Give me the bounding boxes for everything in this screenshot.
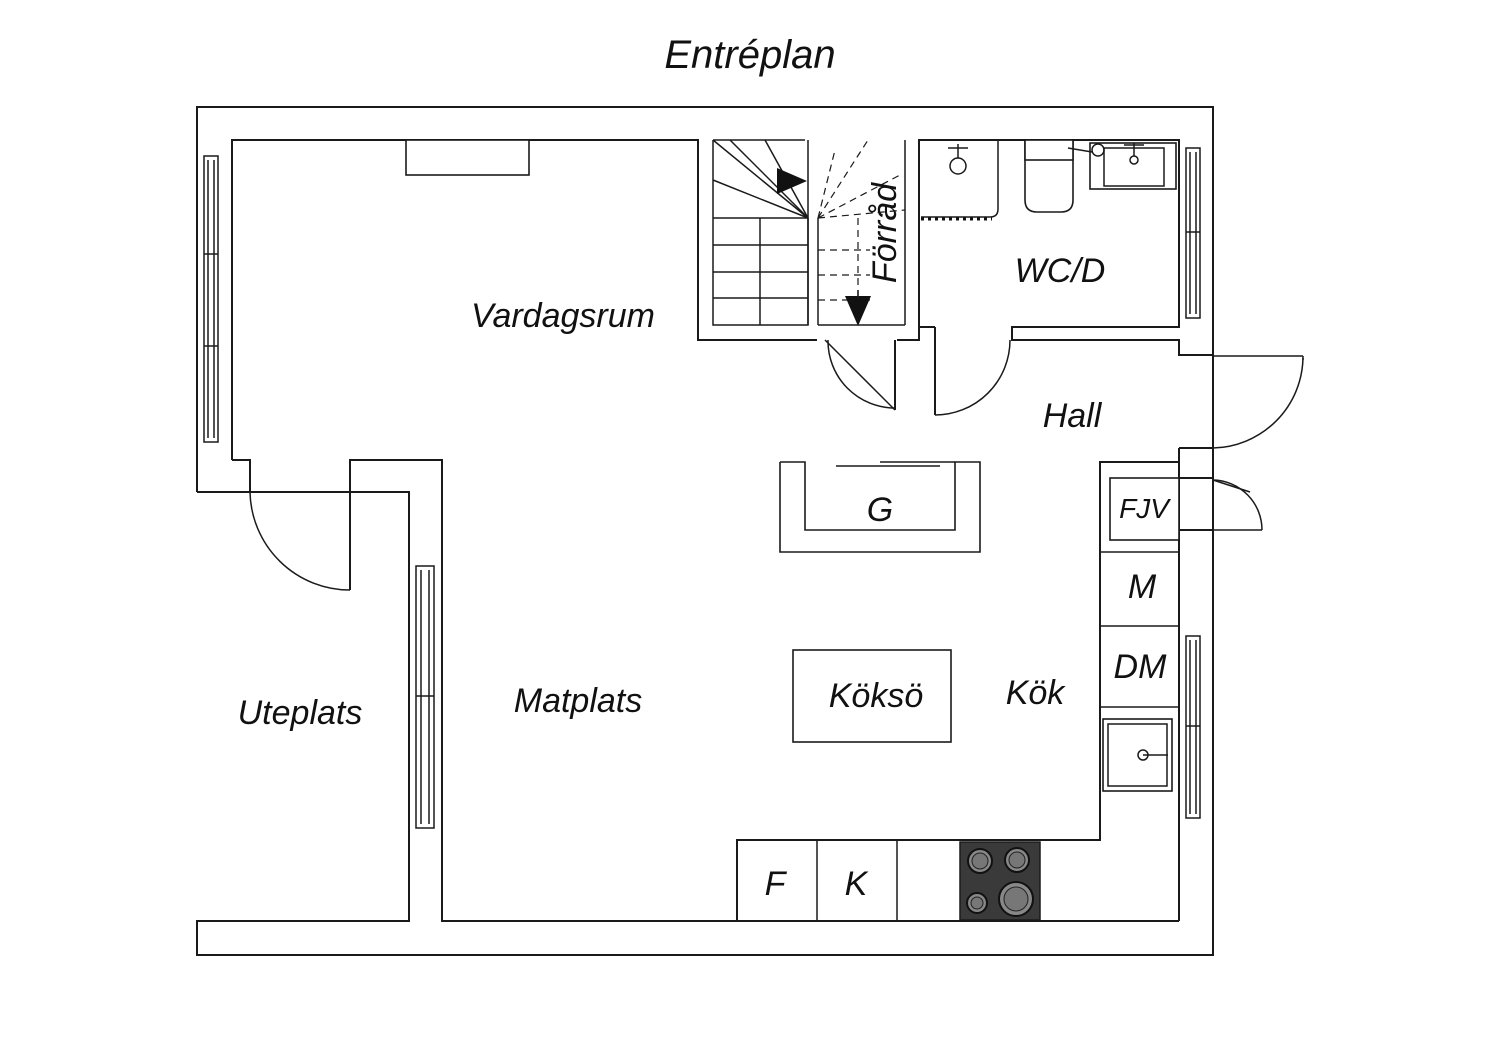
windows (203, 147, 1201, 829)
window-kitchen (1185, 635, 1201, 819)
fireplace (405, 139, 530, 176)
label-k: K (845, 865, 869, 903)
label-kok: Kök (1006, 674, 1067, 712)
window-patio (415, 565, 435, 829)
cabinets-right: FJV M DM (1100, 477, 1180, 708)
label-matplats: Matplats (514, 682, 643, 720)
label-hall: Hall (1043, 397, 1103, 435)
kitchen-counter: F K (765, 840, 1041, 921)
door-storage (824, 339, 896, 411)
label-g: G (867, 491, 893, 529)
door-wc (934, 339, 1011, 416)
label-koksö: Köksö (829, 677, 924, 715)
room-labels: Vardagsrum Förråd WC/D Hall Matplats Ute… (238, 182, 1106, 732)
toilet-icon (1024, 139, 1074, 213)
wc-fixtures (921, 139, 1177, 221)
label-fjv: FJV (1119, 493, 1171, 524)
sink-icon (1067, 142, 1177, 190)
wardrobe-g: G (779, 461, 981, 553)
door-patio (249, 491, 351, 591)
shower-icon (921, 140, 999, 221)
doors (249, 339, 1304, 591)
door-entrance (1212, 355, 1304, 449)
label-wc: WC/D (1015, 252, 1106, 290)
label-m: M (1128, 568, 1157, 606)
label-vardagsrum: Vardagsrum (471, 297, 655, 335)
window-left (203, 155, 219, 443)
arrow-down-icon (845, 296, 871, 326)
plan-title: Entréplan (664, 33, 835, 77)
door-fjv (1212, 479, 1263, 531)
label-f: F (765, 865, 788, 903)
label-uteplats: Uteplats (238, 694, 363, 732)
arrow-up-icon (777, 168, 807, 194)
label-forrad: Förråd (866, 182, 904, 283)
window-wc (1185, 147, 1201, 319)
staircase (712, 139, 906, 326)
label-dm: DM (1114, 648, 1168, 686)
kitchen-island (792, 649, 952, 743)
kitchen-sink-icon (1102, 718, 1173, 792)
stove-icon (959, 841, 1041, 921)
